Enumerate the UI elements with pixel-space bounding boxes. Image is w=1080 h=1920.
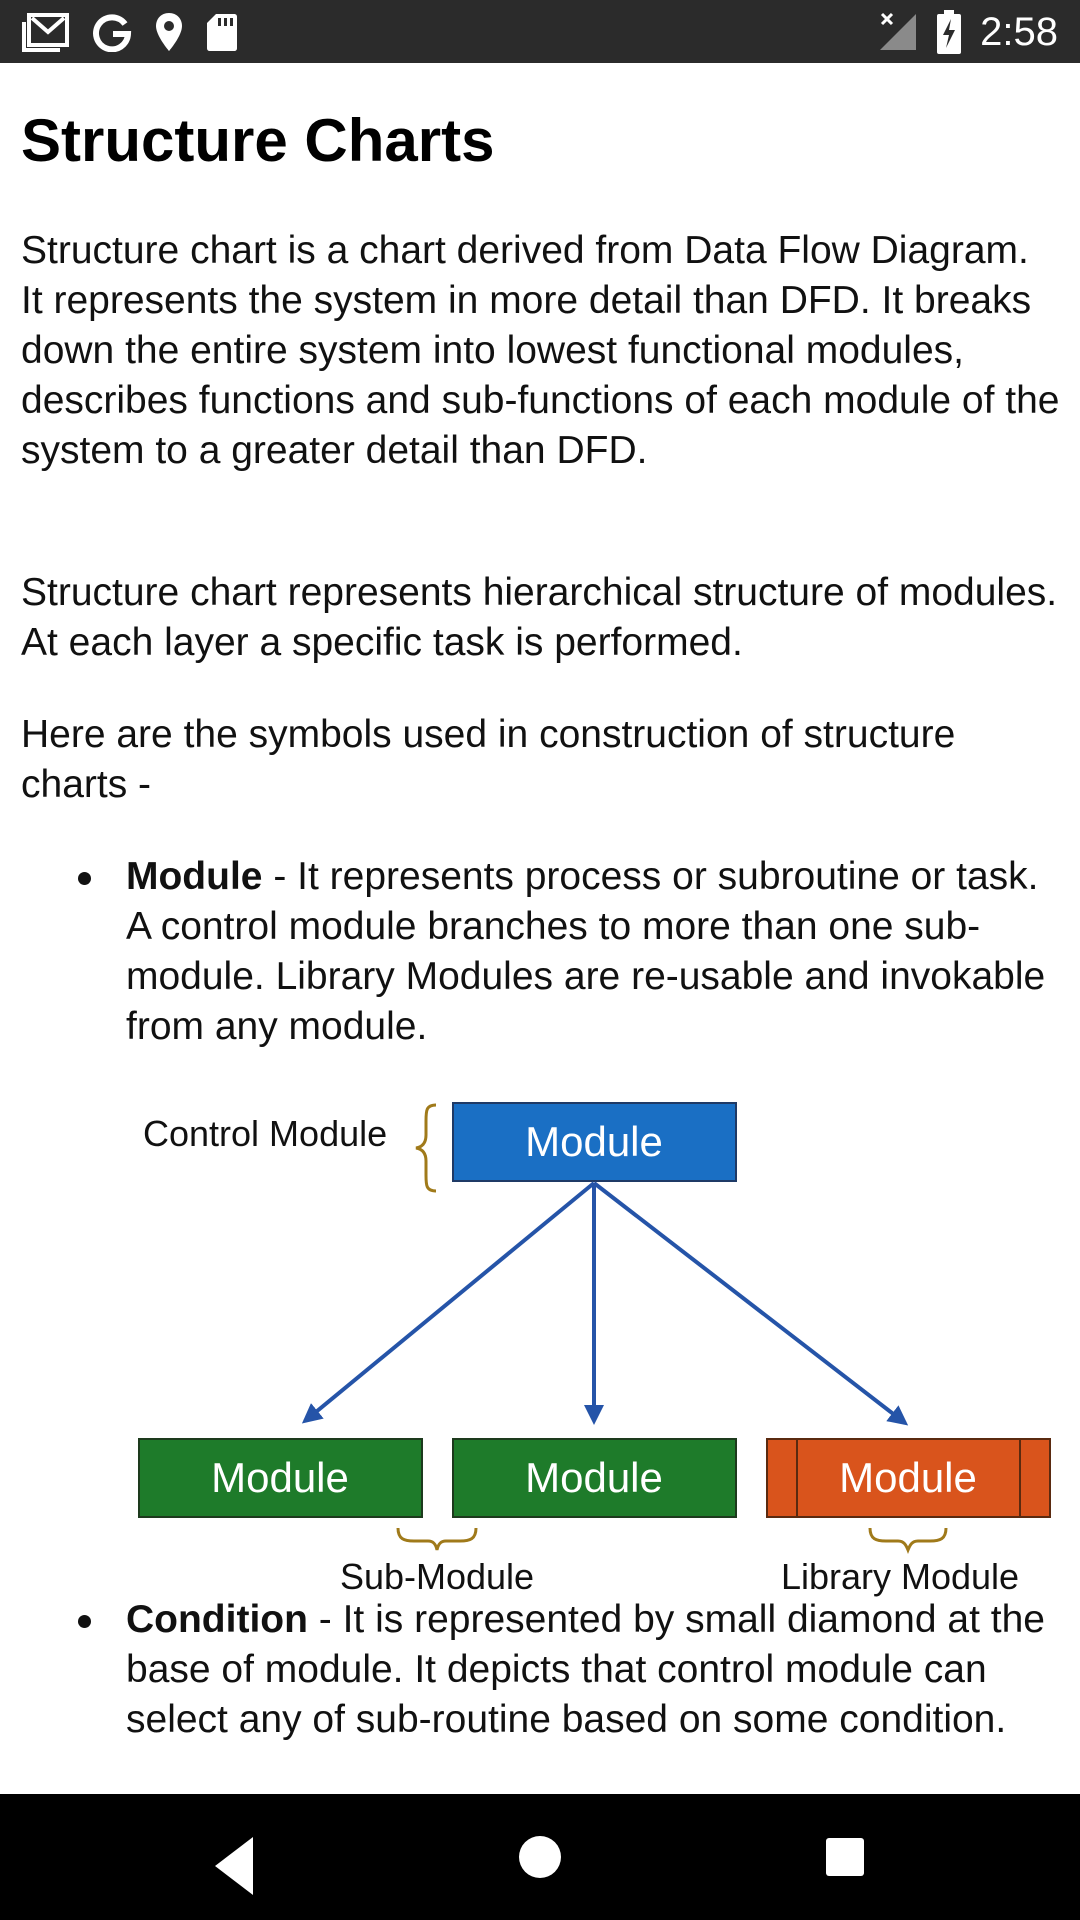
sub-module-box — [452, 1438, 737, 1518]
library-module-text: Module — [839, 1454, 977, 1501]
term-description: - It is represented by small diamond at … — [126, 1598, 1045, 1741]
library-module-label: Library Module — [781, 1556, 1019, 1597]
control-module-text: Module — [525, 1118, 663, 1165]
library-module-box — [766, 1438, 1051, 1518]
sub-module-text: Module — [211, 1454, 349, 1501]
back-button[interactable] — [175, 1794, 295, 1920]
list-item-module: Module - It represents process or subrou… — [78, 852, 1066, 1052]
arrow-right — [592, 1181, 909, 1426]
gmail-icon — [22, 13, 69, 52]
sub-module-box — [138, 1438, 423, 1518]
list-item-condition: Condition - It is represented by small d… — [78, 1595, 1066, 1745]
navigation-bar — [0, 1794, 1080, 1920]
control-module-label: Control Module — [143, 1113, 387, 1154]
recents-square-icon — [826, 1838, 864, 1876]
sub-module-label: Sub-Module — [340, 1556, 534, 1597]
term: Condition — [126, 1598, 308, 1641]
system-icons: 2:58 — [878, 8, 1058, 56]
recents-button[interactable] — [785, 1794, 905, 1920]
home-button[interactable] — [480, 1794, 600, 1920]
control-module-box — [452, 1102, 737, 1182]
google-icon — [93, 14, 132, 52]
paragraph: Structure chart is a chart derived from … — [21, 229, 1060, 472]
back-triangle-icon — [215, 1837, 253, 1895]
paragraph: Structure chart represents hierarchical … — [21, 571, 1058, 664]
term: Module — [126, 855, 263, 898]
battery-charging-icon — [937, 10, 962, 54]
structure-chart-diagram: Control Module Module Module Module Modu… — [138, 1102, 1051, 1597]
article-content[interactable]: Structure Charts Structure chart is a ch… — [0, 63, 1080, 1794]
paragraph: Here are the symbols used in constructio… — [21, 713, 956, 806]
control-brace — [415, 1103, 437, 1193]
arrow-left — [301, 1181, 596, 1424]
status-bar: 2:58 — [0, 0, 1080, 63]
page-title: Structure Charts — [21, 107, 495, 174]
bullet-dot — [78, 1615, 91, 1628]
location-pin-icon — [156, 13, 182, 51]
sub-module-text: Module — [525, 1454, 663, 1501]
bullet-dot — [78, 872, 91, 885]
sub-module-brace — [396, 1527, 478, 1551]
sd-card-icon — [207, 14, 237, 51]
notification-icons — [22, 10, 238, 54]
library-module-brace — [868, 1527, 948, 1555]
clock: 2:58 — [980, 9, 1058, 54]
home-circle-icon — [519, 1836, 561, 1878]
no-signal-icon — [880, 12, 917, 50]
term-description: - It represents process or subroutine or… — [126, 855, 1046, 1048]
